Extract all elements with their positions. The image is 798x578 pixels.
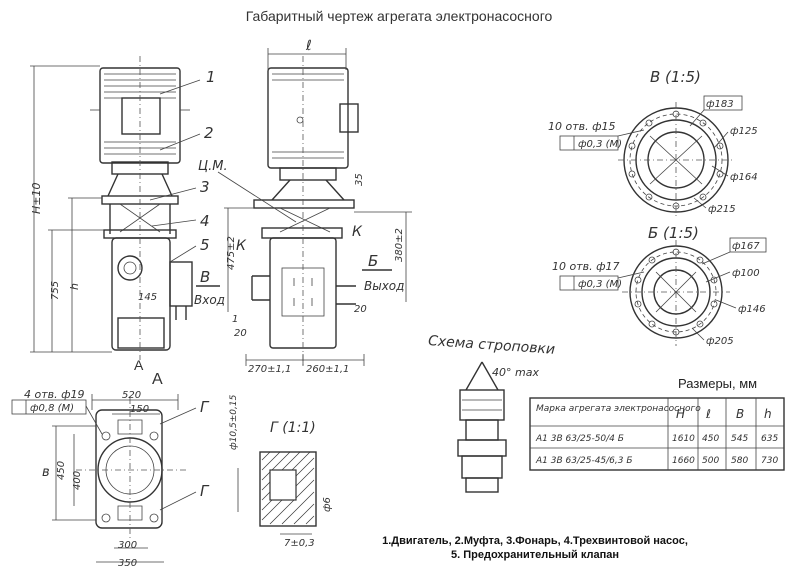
table-header-H: H (676, 407, 685, 421)
detail-b-d3: ф146 (738, 304, 766, 315)
detail-v-d4: ф215 (708, 204, 736, 215)
table-row2-H: 1660 (672, 456, 695, 466)
table-row2-l: 500 (702, 456, 719, 466)
detail-v-title: В (1:5) (650, 68, 701, 86)
detail-b: Б (1:5) ф167 ф100 ф146 ф205 10 отв. ф17 … (552, 224, 767, 347)
label-v: В (200, 268, 210, 286)
detail-v: В (1:5) ф183 ф125 ф164 ф215 10 отв. ф15 … (548, 68, 758, 218)
dim-300: 300 (118, 540, 137, 551)
holes-top-spec: 4 отв. ф19 (24, 388, 85, 401)
dim-350: 350 (118, 558, 137, 569)
holes-top-tol: ф0,8 (M) (30, 403, 74, 414)
dim-6: ф6 (322, 497, 333, 512)
legend-line-2: 5. Предохранительный клапан (450, 549, 620, 561)
dim-l: ℓ (305, 38, 312, 54)
front-view: H±10 755 h 145 1 2 3 4 5 В Вход A A (30, 56, 225, 388)
callout-2: 2 (204, 124, 214, 142)
detail-v-d2: ф125 (730, 126, 758, 137)
dim-380: 380±2 (394, 228, 405, 262)
legend-line-1: 1.Двигатель, 2.Муфта, 3.Фонарь, 4.Трехви… (382, 535, 688, 547)
center-mass-label: Ц.М. (198, 159, 228, 174)
table-row1-l: 450 (702, 434, 719, 444)
section-a-left: A (134, 357, 144, 373)
detail-b-d2: ф100 (732, 268, 760, 279)
dim-8: ф10,5±0,15 (229, 394, 239, 450)
callout-3: 3 (200, 178, 210, 196)
dim-7: 7±0,3 (284, 538, 315, 549)
detail-v-d1: ф183 (706, 99, 734, 110)
detail-b-d4: ф205 (706, 336, 734, 347)
callout-4: 4 (200, 212, 210, 230)
top-view: 520 150 в 450 400 300 350 4 отв. ф19 ф0,… (11, 388, 210, 569)
parts-legend: 1.Двигатель, 2.Муфта, 3.Фонарь, 4.Трехви… (380, 534, 690, 562)
dim-400: 400 (72, 471, 83, 490)
table-header-B: B (736, 407, 744, 421)
dim-145: 145 (138, 292, 157, 303)
dim-450: 450 (56, 461, 67, 480)
table-row2-B: 580 (731, 456, 748, 466)
table-row1-H: 1610 (672, 434, 695, 444)
table-header-l: ℓ (705, 407, 711, 421)
label-g-top: Г (200, 398, 210, 416)
sling-title: Схема строповки (428, 333, 556, 358)
detail-b-holes: 10 отв. ф17 (552, 260, 620, 273)
table-header-model: Марка агрегата электронасосного (536, 404, 701, 414)
units-label: Размеры, мм (678, 376, 758, 391)
dim-20a: 20 (234, 328, 247, 339)
detail-v-d3: ф164 (730, 172, 758, 183)
detail-v-holes: 10 отв. ф15 (548, 120, 616, 133)
label-g-bottom: Г (200, 482, 210, 500)
section-a-right: A (152, 371, 163, 388)
table-row1-B: 545 (731, 434, 748, 444)
table-row2-model: А1 3В 63/25-45/6,3 Б (535, 456, 633, 466)
dim-475: 475±2 (226, 236, 237, 270)
table-row1-h: 635 (761, 434, 778, 444)
dim-20b: 20 (354, 304, 367, 315)
dimension-table: Марка агрегата электронасосного H ℓ B h … (529, 397, 785, 471)
dim-b: в (42, 465, 50, 480)
inlet-label: Вход (194, 293, 225, 307)
dim-1: 1 (232, 314, 238, 325)
dim-35: 35 (354, 173, 365, 186)
dim-755: 755 (50, 281, 61, 300)
dim-260: 260±1,1 (306, 364, 349, 375)
label-b: Б (368, 252, 378, 270)
sling-motor (459, 389, 505, 421)
table-row2-h: 730 (761, 456, 778, 466)
detail-b-tol: ф0,3 (M) (578, 279, 622, 290)
label-k-right: К (352, 224, 363, 240)
side-view: ℓ 475±2 380±2 35 20 20 1 270±1,1 260±1,1… (198, 38, 412, 375)
detail-g: Г (1:1) ф10,5±0,15 7±0,3 ф6 (229, 394, 333, 549)
terminal-box (121, 97, 161, 135)
label-k-left: К (236, 238, 247, 254)
dim-h: h (68, 283, 81, 290)
detail-b-title: Б (1:5) (648, 224, 699, 242)
detail-b-d1: ф167 (732, 241, 760, 252)
dim-150: 150 (130, 404, 149, 415)
detail-v-tol: ф0,3 (M) (578, 139, 622, 150)
detail-g-title: Г (1:1) (270, 420, 316, 436)
dim-520: 520 (122, 390, 141, 401)
table-header-h: h (764, 407, 772, 421)
dim-270: 270±1,1 (248, 364, 291, 375)
side-motor (267, 67, 349, 169)
table-row1-model: А1 3В 63/25-50/4 Б (535, 434, 624, 444)
callout-5: 5 (200, 236, 210, 254)
sling-angle: 40° max (492, 366, 539, 379)
outlet-label: Выход (364, 279, 404, 293)
callout-1: 1 (206, 68, 216, 86)
dim-H: H±10 (30, 183, 43, 215)
drawing-title: Габаритный чертеж агрегата электронасосн… (245, 8, 553, 24)
